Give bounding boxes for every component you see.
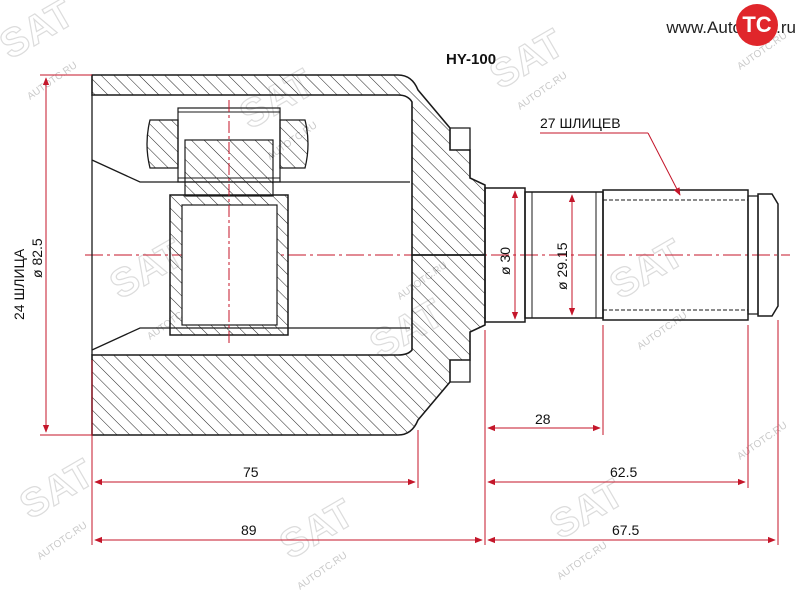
watermark-brand: SAT [0,0,81,68]
dim-28: 28 [535,411,551,427]
watermark-site: AUTOTC.RU [735,420,789,462]
housing [91,74,486,436]
watermark-site: AUTOTC.RU [25,60,79,102]
logo-badge: TC [736,4,778,46]
logo-text-suffix: .ru [776,18,796,37]
dim-89: 89 [241,522,257,538]
dim-62-5: 62.5 [610,464,637,480]
part-number: HY-100 [446,51,496,68]
watermark-site: AUTOTC.RU [635,310,689,352]
shaft-diameter-2915-label: ø 29.15 [554,242,570,290]
watermark-brand: SAT [603,231,692,308]
dim-67-5: 67.5 [612,522,639,538]
watermark-brand: SAT [273,491,362,568]
tripod-assembly [146,100,309,345]
housing-diameter-label: ø 82.5 [29,238,45,278]
dim-75: 75 [243,464,259,480]
logo-text-prefix: www.Auto [666,18,742,37]
splines-outer-label: 27 ШЛИЦЕВ [540,115,621,131]
shaft-diameter-30-label: ø 30 [497,247,513,275]
dimension-lines [40,74,779,545]
watermark-brand: SAT [13,451,102,528]
watermark-site: AUTOTC.RU [35,520,89,562]
splines-inner-label: 24 ШЛИЦА [11,248,27,320]
